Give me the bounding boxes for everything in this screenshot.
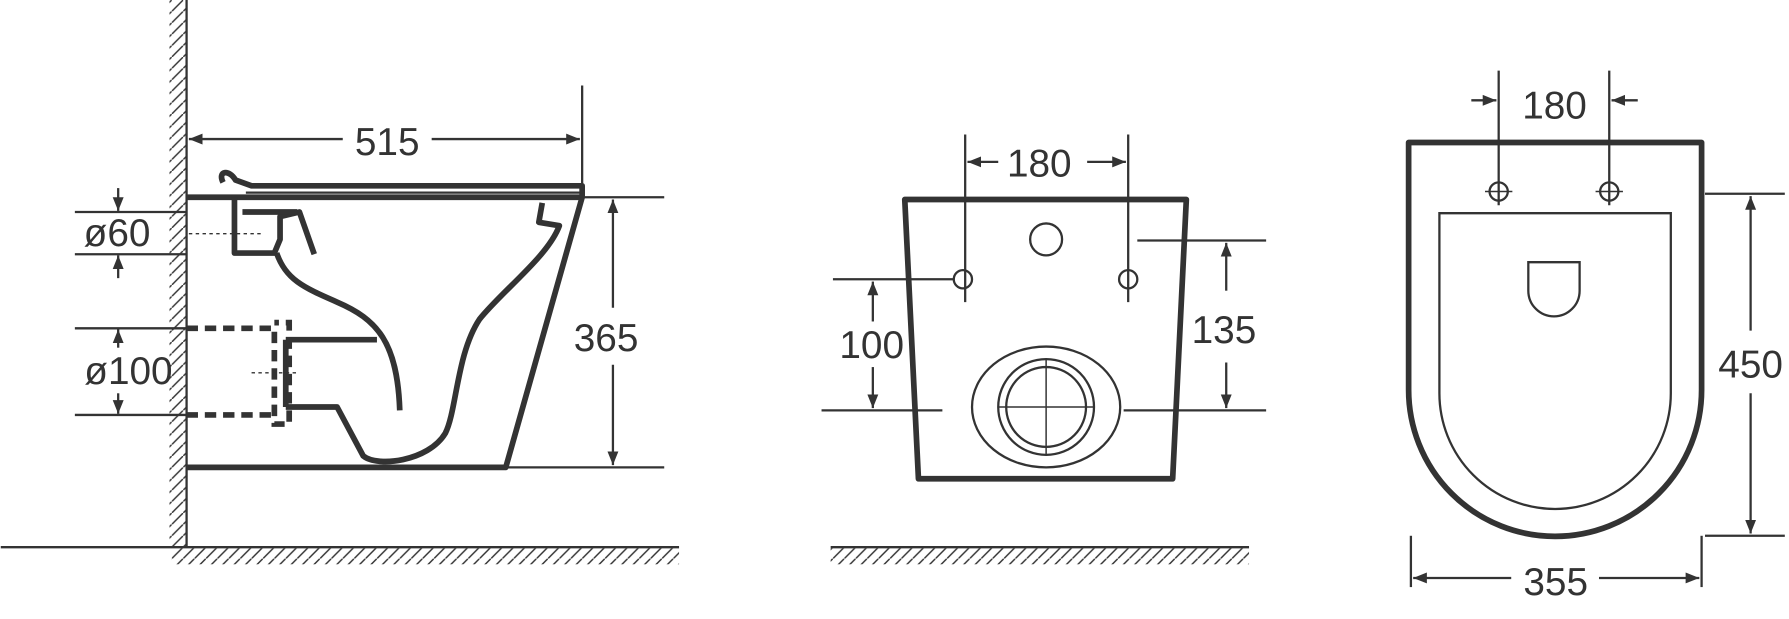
top-outline [1405, 139, 1705, 540]
seat-inner-outline [1438, 212, 1672, 511]
hole-height-label: 100 [839, 324, 904, 367]
width-dimension-label-top: 355 [1523, 561, 1588, 604]
side-view: 515 365 ø60 ø100 [0, 0, 680, 565]
flush-opening [1527, 261, 1581, 318]
seat [218, 169, 586, 198]
wall-hatching [169, 0, 187, 548]
top-view: 180 450 355 [1405, 70, 1785, 604]
width-dimension-label: 515 [355, 121, 420, 164]
floor-hatching [171, 548, 680, 565]
outlet-diameter-label: ø100 [84, 350, 172, 393]
outlet-ring [970, 345, 1122, 469]
length-dimension-label: 450 [1718, 343, 1783, 386]
top-hole-spacing-label: 180 [1522, 85, 1587, 128]
bowl-outline [186, 194, 586, 471]
outlet-height-label: 135 [1192, 309, 1257, 352]
inlet-diameter-label: ø60 [84, 212, 151, 255]
height-dimension-label: 365 [574, 317, 639, 360]
front-view: 180 100 135 [821, 134, 1267, 565]
inlet [231, 197, 317, 256]
front-outline [901, 196, 1190, 482]
front-hole-spacing-label: 180 [1007, 143, 1072, 186]
